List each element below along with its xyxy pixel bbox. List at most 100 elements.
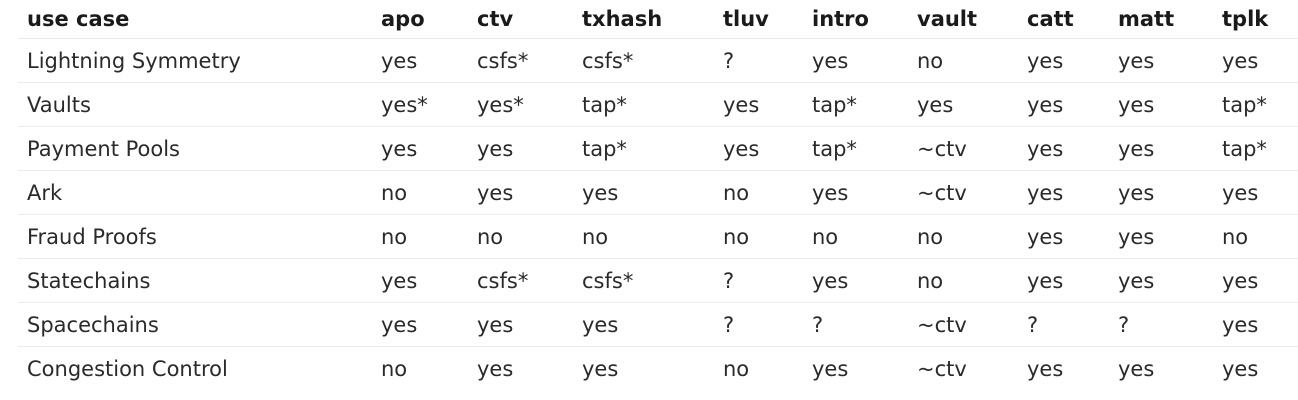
cell-catt: yes — [1018, 214, 1109, 259]
cell-intro: yes — [803, 38, 908, 83]
cell-catt: yes — [1018, 170, 1109, 215]
cell-txhash: csfs* — [573, 258, 714, 303]
cell-tplk: tap* — [1213, 82, 1298, 127]
col-header-catt: catt — [1018, 0, 1109, 39]
use-case-cell: Payment Pools — [18, 126, 372, 171]
cell-catt: yes — [1018, 38, 1109, 83]
cell-catt: yes — [1018, 82, 1109, 127]
cell-txhash: yes — [582, 356, 619, 381]
col-header-use-case: use case — [18, 0, 372, 39]
cell-matt: yes — [1109, 38, 1213, 83]
col-header-matt: matt — [1109, 0, 1213, 39]
cell-intro: yes — [803, 258, 908, 303]
cell-matt: yes — [1109, 126, 1213, 171]
cell-matt: yes — [1109, 170, 1213, 215]
cell-tplk: yes — [1213, 302, 1298, 347]
cell-tplk: tap* — [1213, 126, 1298, 171]
cell-catt: yes — [1018, 258, 1109, 303]
cell-intro: tap* — [803, 126, 908, 171]
cell-apo: no — [372, 170, 468, 215]
col-header-ctv: ctv — [468, 0, 573, 39]
col-header-tplk: tplk — [1213, 0, 1298, 39]
col-header-txhash: txhash — [573, 0, 714, 39]
cell-intro: ? — [803, 302, 908, 347]
cell-txhash: csfs* — [573, 38, 714, 83]
use-case-cell: Fraud Proofs — [18, 214, 372, 259]
cell-tluv: yes — [714, 82, 803, 127]
cell-vault: no — [908, 258, 1018, 303]
cell-vault: ~ctv — [917, 356, 967, 381]
cell-vault: ~ctv — [908, 126, 1018, 171]
cell-matt: yes — [1109, 82, 1213, 127]
cell-vault: yes — [908, 82, 1018, 127]
cell-matt: yes — [1118, 356, 1155, 381]
cell-intro: yes — [803, 170, 908, 215]
use-case-cell: Statechains — [18, 258, 372, 303]
cell-apo: yes — [372, 302, 468, 347]
cell-apo: yes — [372, 126, 468, 171]
col-header-intro: intro — [803, 0, 908, 39]
col-header-tluv: tluv — [714, 0, 803, 39]
cell-tplk: yes — [1213, 170, 1298, 215]
cell-ctv: yes — [477, 356, 514, 381]
cell-tplk: no — [1213, 214, 1298, 259]
cell-txhash: yes — [573, 170, 714, 215]
cell-ctv: no — [468, 214, 573, 259]
cell-tplk: yes — [1213, 38, 1298, 83]
use-case-cell: Spacechains — [18, 302, 372, 347]
col-header-apo: apo — [372, 0, 468, 39]
cell-apo: no — [372, 214, 468, 259]
header-row: use case apo ctv txhash tluv intro vault… — [18, 0, 1298, 39]
cell-matt: ? — [1109, 302, 1213, 347]
cell-intro: no — [803, 214, 908, 259]
cell-tluv: ? — [714, 302, 803, 347]
cell-txhash: tap* — [573, 126, 714, 171]
cell-matt: yes — [1109, 258, 1213, 303]
cell-txhash: yes — [573, 302, 714, 347]
use-case-comparison-table: use case apo ctv txhash tluv intro vault… — [18, 0, 1298, 390]
cell-txhash: tap* — [573, 82, 714, 127]
cell-tluv: ? — [714, 38, 803, 83]
cell-ctv: yes — [468, 302, 573, 347]
cell-vault: ~ctv — [908, 170, 1018, 215]
cell-tluv: no — [723, 356, 750, 381]
cell-apo: yes — [372, 38, 468, 83]
cell-apo: yes* — [372, 82, 468, 127]
cell-vault: no — [908, 38, 1018, 83]
cell-tplk: yes — [1222, 356, 1259, 381]
use-case-cell: Congestion Control — [27, 356, 228, 381]
cell-ctv: yes* — [468, 82, 573, 127]
col-header-vault: vault — [908, 0, 1018, 39]
use-case-cell: Vaults — [18, 82, 372, 127]
cell-apo: no — [381, 356, 408, 381]
cell-ctv: csfs* — [468, 38, 573, 83]
cell-vault: ~ctv — [908, 302, 1018, 347]
cell-ctv: csfs* — [468, 258, 573, 303]
cell-catt: yes — [1027, 356, 1064, 381]
cell-catt: yes — [1018, 126, 1109, 171]
cell-ctv: yes — [468, 126, 573, 171]
cell-tplk: yes — [1213, 258, 1298, 303]
use-case-cell: Lightning Symmetry — [18, 38, 372, 83]
cell-tluv: no — [714, 170, 803, 215]
cell-intro: yes — [812, 356, 849, 381]
use-case-cell: Ark — [18, 170, 372, 215]
cell-tluv: yes — [714, 126, 803, 171]
cell-intro: tap* — [803, 82, 908, 127]
cell-tluv: ? — [714, 258, 803, 303]
cell-tluv: no — [714, 214, 803, 259]
cell-txhash: no — [573, 214, 714, 259]
table-row: Congestion Control no yes yes no yes ~ctv yes ye… — [18, 347, 1298, 391]
cell-apo: yes — [372, 258, 468, 303]
cell-catt: ? — [1018, 302, 1109, 347]
cell-vault: no — [908, 214, 1018, 259]
cell-ctv: yes — [468, 170, 573, 215]
